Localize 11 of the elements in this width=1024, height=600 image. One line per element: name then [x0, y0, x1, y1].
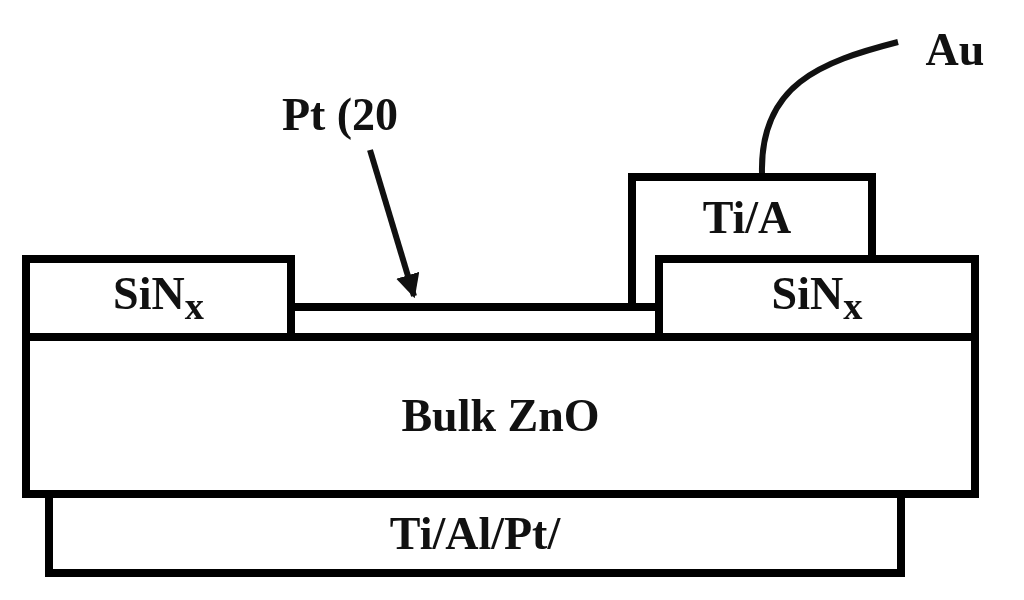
layer-label: SiN$_{x}$	[113, 270, 204, 326]
contact-layer	[628, 173, 876, 255]
layer-label: Ti/Al/Pt/	[389, 510, 561, 557]
layer-label: Ti/A	[702, 195, 792, 241]
layer-label: SiN$_{x}$	[771, 270, 863, 326]
leader-line	[367, 149, 420, 299]
layer-label: Pt (20	[281, 92, 399, 138]
wire-label: Au	[925, 27, 985, 73]
leader-line	[759, 39, 899, 174]
layer-label: Bulk ZnO	[401, 392, 600, 439]
substrate-layer	[22, 333, 979, 498]
